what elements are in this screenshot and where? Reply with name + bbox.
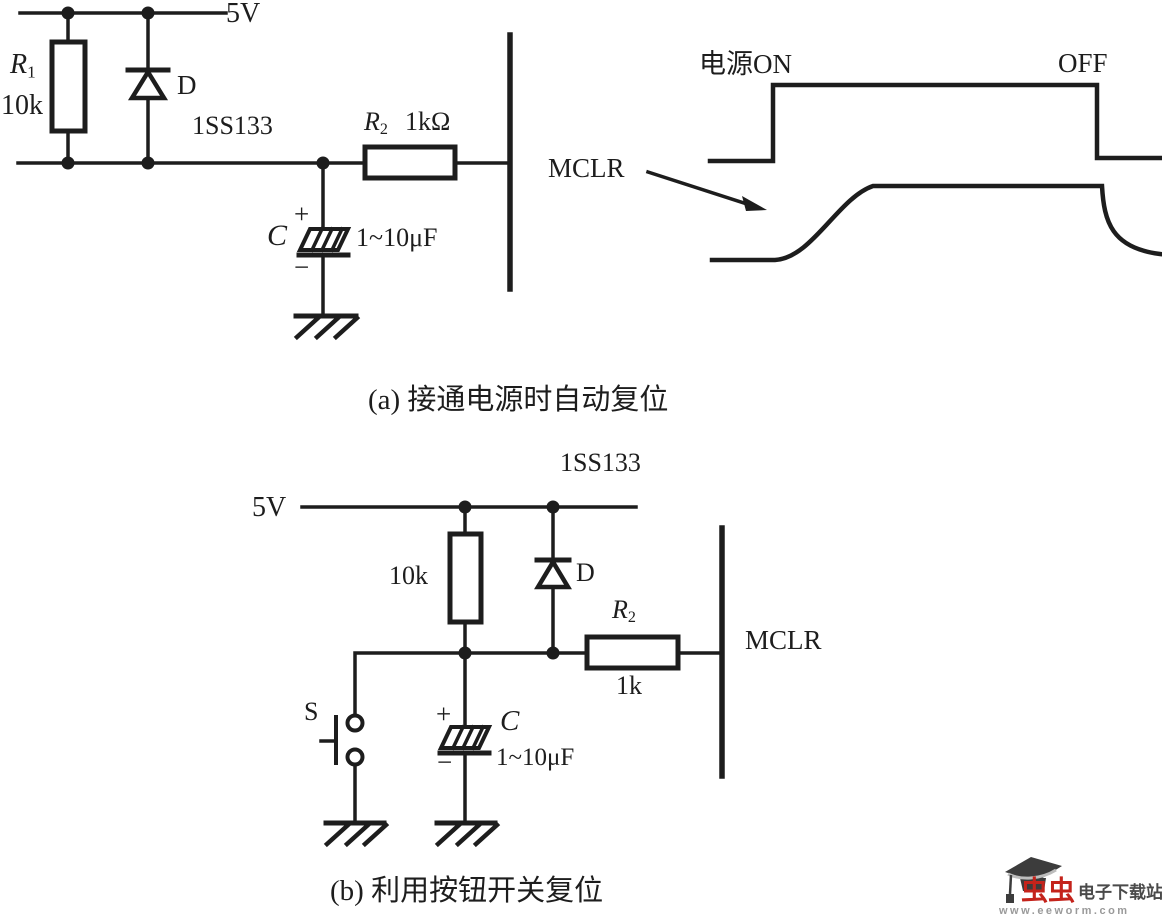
power-off-label: OFF <box>1058 48 1108 78</box>
cap-plus-label-b: + <box>436 699 452 729</box>
switch-name-label: S <box>304 697 319 726</box>
caption-b: (b) 利用按钮开关复位 <box>330 875 604 907</box>
mclr-arrow <box>645 169 767 211</box>
ground-symbol <box>323 820 390 848</box>
diode-part-label-a: 1SS133 <box>192 111 273 140</box>
cap-minus-label-a: − <box>294 252 310 282</box>
circuit-a <box>16 6 513 341</box>
mclr-signal-label: MCLR <box>548 153 625 183</box>
resistor-10k <box>447 531 484 625</box>
junction-dots <box>458 500 560 660</box>
r2-name-label-a: R2 <box>364 107 388 139</box>
cap-plus-label-a: + <box>294 199 310 229</box>
cap-minus-label-b: − <box>437 747 453 777</box>
r1-name-label: R1 <box>10 49 36 82</box>
r1-value-label: 10k <box>1 90 43 121</box>
timing-diagram <box>645 82 1162 263</box>
diode-d <box>534 557 572 590</box>
resistor-r1 <box>49 39 88 134</box>
mclr-waveform <box>709 183 1162 263</box>
power-on-label: 电源ON <box>699 49 792 79</box>
resistor-r2 <box>362 144 458 181</box>
r2-value-label-a: 1kΩ <box>405 107 451 136</box>
graduation-cap-icon <box>1005 857 1062 903</box>
pushbutton-switch <box>319 713 365 767</box>
ground-symbol <box>293 313 361 341</box>
cap-value-label-b: 1~10μF <box>496 744 575 771</box>
r2-value-label-b: 1k <box>616 671 642 700</box>
supply-label-a: 5V <box>226 0 261 29</box>
ground-symbol <box>434 820 501 848</box>
diode-d <box>125 67 171 101</box>
capacitor-c <box>437 724 493 756</box>
diode-name-label-b: D <box>576 558 595 587</box>
circuit-b <box>300 500 725 848</box>
capacitor-c <box>296 226 352 258</box>
cap-value-label-a: 1~10μF <box>356 223 438 252</box>
cap-name-label-b: C <box>500 705 520 737</box>
watermark-brand: 虫虫 <box>1021 876 1075 906</box>
mclr-pin-label: MCLR <box>745 625 822 655</box>
junction-dots <box>61 6 330 170</box>
watermark-url: www.eeworm.com <box>999 905 1130 917</box>
diode-part-label-b: 1SS133 <box>560 448 641 477</box>
watermark-site-name: 电子下载站 <box>1078 883 1162 902</box>
wire <box>16 11 510 316</box>
r2-name-label-b: R2 <box>612 595 636 627</box>
power-waveform <box>707 82 1162 164</box>
r1-value-label-b: 10k <box>389 561 428 590</box>
diode-name-label-a: D <box>177 70 197 100</box>
caption-a: (a) 接通电源时自动复位 <box>368 384 669 416</box>
cap-name-label-a: C <box>267 219 288 252</box>
supply-label-b: 5V <box>252 492 287 523</box>
resistor-r2 <box>584 634 681 671</box>
